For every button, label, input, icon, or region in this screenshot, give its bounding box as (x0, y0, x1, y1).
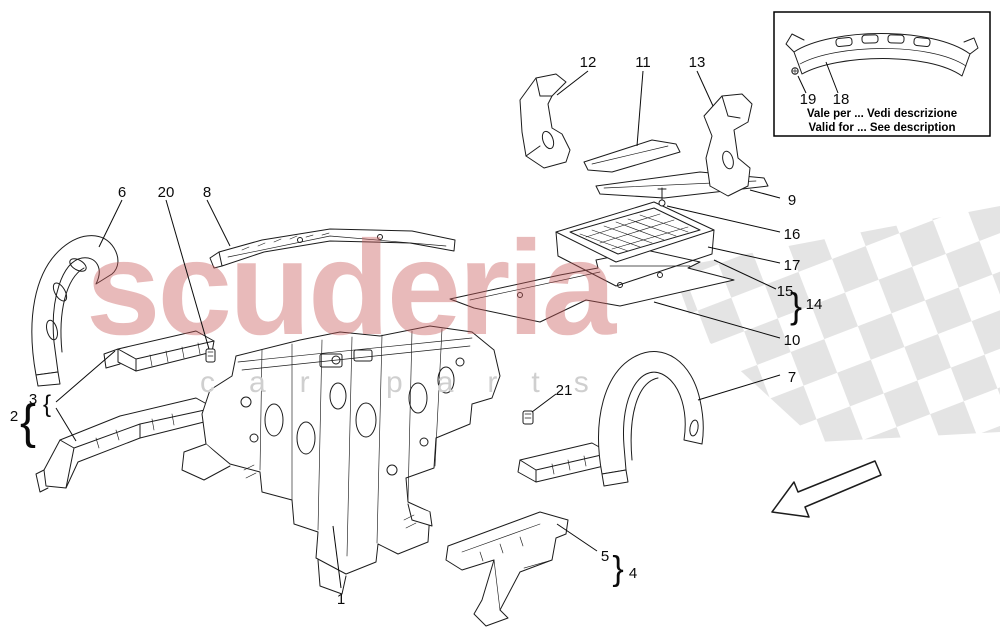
part-20-clip (205, 348, 216, 363)
callout-13: 13 (689, 54, 706, 71)
leader-1 (332, 525, 342, 589)
part-21-clip (522, 410, 534, 425)
callout-20: 20 (158, 184, 175, 201)
callout-11: 11 (635, 54, 651, 71)
leader-19 (797, 75, 807, 94)
callout-4: 4 (629, 565, 637, 582)
leader-21 (531, 393, 557, 413)
leader-3b (55, 407, 77, 442)
leader-13 (696, 70, 714, 107)
part-12-bracket (519, 73, 571, 169)
inset-caption-italian: Vale per ... Vedi descrizione (807, 108, 957, 120)
leader-8 (206, 199, 231, 247)
part-14-tray (555, 201, 715, 287)
callout-19: 19 (800, 91, 817, 108)
part-1-rear-panel (181, 325, 501, 595)
brace-4: } (612, 550, 623, 588)
part-5-rail-upper-right (517, 442, 611, 483)
inset-caption-english: Valid for ... See description (809, 122, 956, 134)
leader-20 (165, 199, 210, 350)
callout-17: 17 (784, 257, 801, 274)
callout-15: 15 (777, 283, 794, 300)
callout-21: 21 (556, 382, 573, 399)
inset-variant-box: 19 18 Vale per ... Vedi descrizione Vali… (773, 11, 991, 137)
watermark-tagline: car parts (200, 366, 623, 399)
leader-15 (713, 259, 777, 290)
leader-6 (98, 199, 123, 248)
callout-12: 12 (580, 54, 597, 71)
callout-3: 3 (29, 391, 37, 408)
callout-labels: 1 2 { 3 { 4 } 5 6 7 8 9 10 11 12 13 14 }… (10, 54, 823, 608)
part-7-wheelarch-right (598, 351, 704, 487)
callout-18: 18 (833, 91, 850, 108)
leader-11 (636, 70, 644, 147)
leader-5 (556, 523, 598, 552)
leader-17 (707, 246, 781, 264)
callout-7: 7 (788, 369, 796, 386)
part-4-rail-lower-right (445, 511, 569, 627)
parts-artwork (31, 73, 769, 627)
watermark: scuderia car parts (86, 214, 623, 399)
callout-10: 10 (784, 332, 801, 349)
part-13-bracket (703, 93, 753, 197)
callout-2: 2 (10, 408, 18, 425)
leader-12 (556, 70, 589, 96)
part-8-cross-panel (209, 228, 456, 269)
checkered-flag-watermark (672, 206, 1000, 442)
leader-18 (825, 61, 839, 94)
leader-16 (666, 205, 781, 233)
part-3-rail-upper-left (103, 330, 215, 372)
callout-14: 14 (806, 296, 823, 313)
callout-1: 1 (337, 591, 345, 608)
callout-5: 5 (601, 548, 609, 565)
leader-10 (653, 301, 781, 339)
brace-2: { (20, 396, 36, 449)
part-6-wheelarch-left (31, 235, 119, 387)
leader-7 (697, 374, 781, 401)
callout-9: 9 (788, 192, 796, 209)
watermark-brand: scuderia (86, 214, 618, 363)
direction-arrow-icon (771, 460, 882, 518)
inset-part-19-bolt (791, 67, 799, 75)
leader-3a (55, 350, 116, 403)
part-11-strip (583, 139, 681, 173)
leader-9 (749, 189, 781, 199)
inset-border (773, 11, 991, 137)
leader-lines (55, 70, 781, 589)
callout-16: 16 (784, 226, 801, 243)
callout-8: 8 (203, 184, 211, 201)
part-10-floor-panel (449, 249, 735, 323)
callout-6: 6 (118, 184, 126, 201)
inset-part-18-beam (785, 33, 979, 77)
part-16-bolt (657, 187, 667, 207)
brace-14: } (790, 285, 802, 326)
part-2-rail-lower-left (35, 397, 215, 493)
brace-3: { (43, 391, 51, 418)
